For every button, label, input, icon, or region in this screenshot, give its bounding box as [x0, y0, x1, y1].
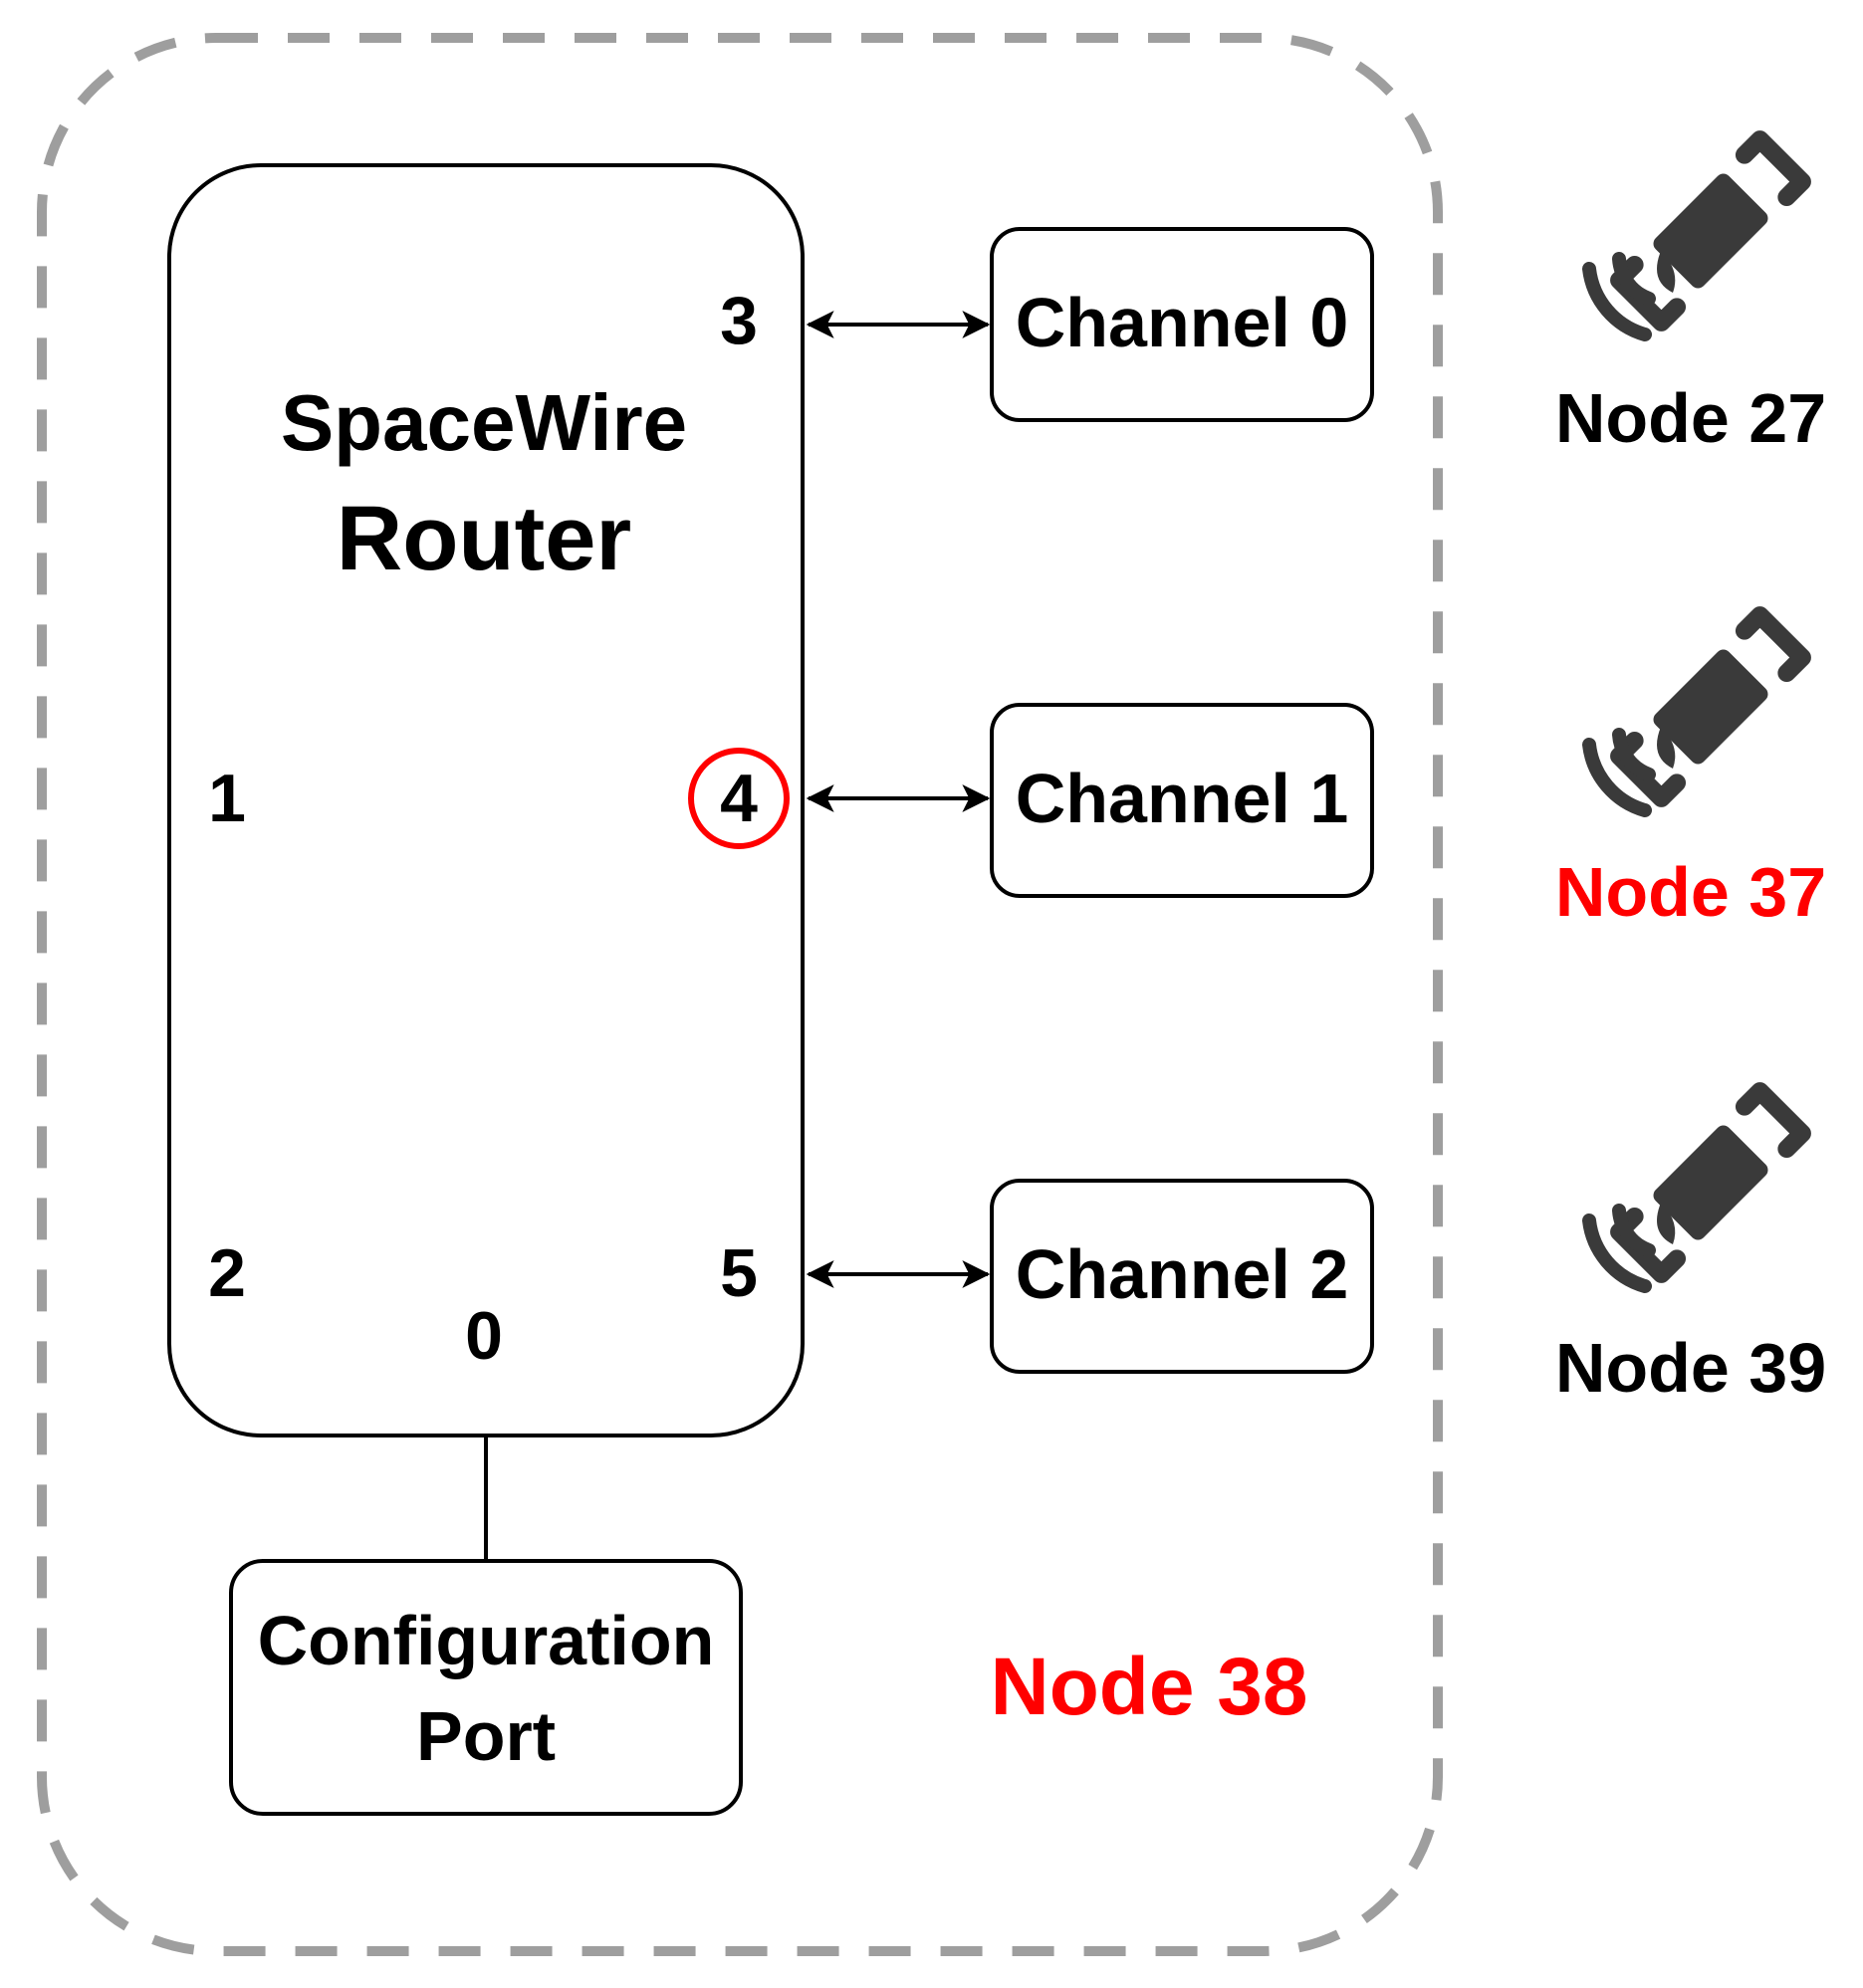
node-37-satellite-icon	[1589, 612, 1805, 810]
highlighted-port-ring	[688, 748, 790, 849]
node-27-label: Node 27	[1555, 379, 1826, 457]
channel-1-label: Channel 1	[1016, 760, 1349, 837]
node-38-label: Node 38	[991, 1642, 1308, 1732]
router-port-1: 1	[208, 761, 246, 836]
channel-0-box	[990, 227, 1374, 422]
channel-0-label: Channel 0	[1016, 284, 1349, 361]
channel-1-box	[990, 703, 1374, 898]
configuration-port-box	[229, 1559, 743, 1816]
router-port-0: 0	[465, 1298, 503, 1374]
router-port-3: 3	[720, 283, 758, 358]
channel-2-box	[990, 1179, 1374, 1374]
node-39-satellite-icon	[1589, 1088, 1805, 1286]
node-37-label: Node 37	[1555, 853, 1826, 931]
router-title-line1: SpaceWire	[281, 378, 687, 467]
spacewire-router-box	[167, 163, 805, 1437]
configuration-port-line1: Configuration	[258, 1602, 715, 1679]
node-27-satellite-icon	[1589, 136, 1805, 334]
configuration-port-line2: Port	[416, 1697, 556, 1775]
router-title-line2: Router	[337, 488, 631, 589]
router-port-5: 5	[720, 1235, 758, 1311]
node-39-label: Node 39	[1555, 1329, 1826, 1407]
router-port-4: 4	[720, 761, 758, 836]
channel-2-label: Channel 2	[1016, 1235, 1349, 1313]
router-port-2: 2	[208, 1235, 246, 1311]
node-38-boundary	[37, 33, 1443, 1956]
